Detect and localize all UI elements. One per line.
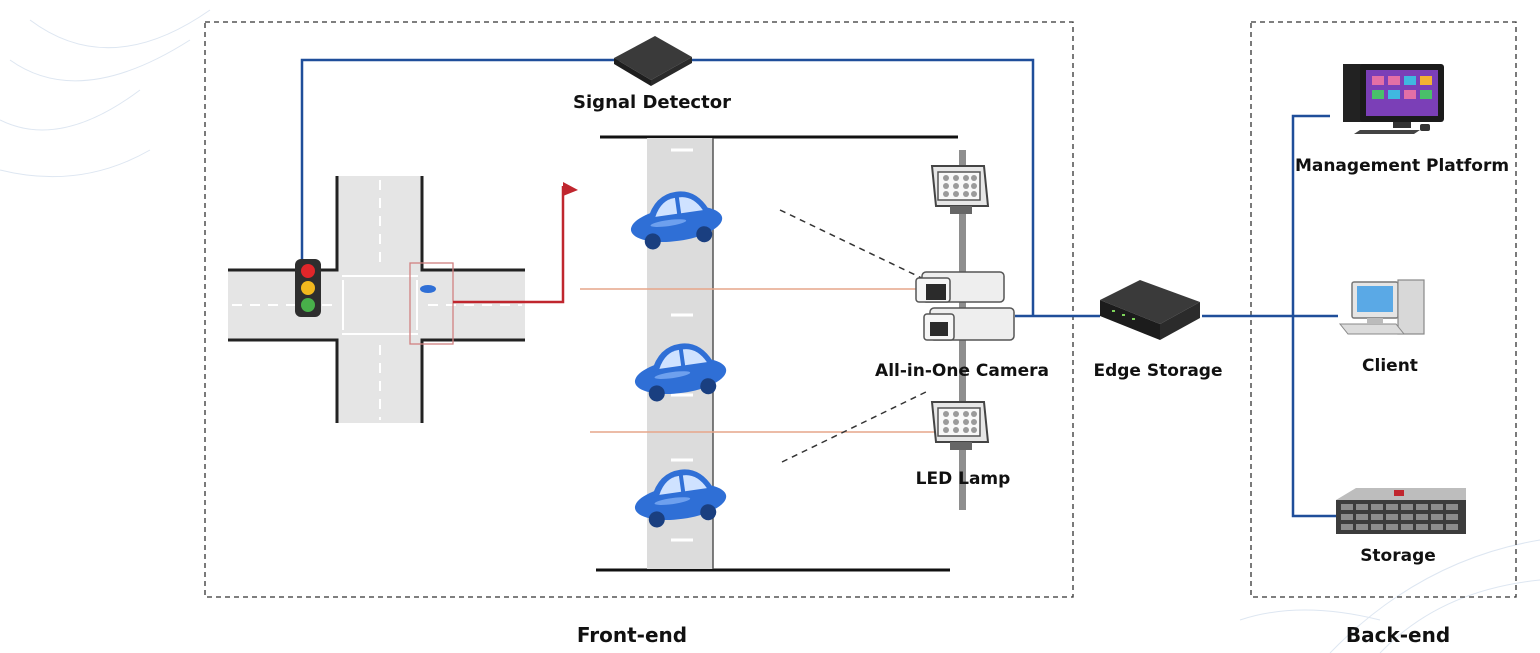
edge-storage-icon (1100, 280, 1200, 340)
client-pc-icon (1338, 279, 1425, 335)
monitor-icon (1343, 64, 1444, 134)
camera-icon (915, 271, 1005, 303)
led-lamp-icon (931, 401, 989, 451)
back-end-box (1250, 21, 1517, 598)
floodlight-icon (931, 165, 989, 215)
server-storage-icon (1336, 488, 1466, 534)
camera-icon (923, 307, 1015, 341)
management-platform-label: Management Platform (1295, 156, 1509, 176)
front-end-title: Front-end (577, 623, 687, 647)
traffic-light-icon (295, 259, 321, 317)
signal-detector-icon (614, 36, 692, 86)
decorative-corner-pattern (0, 9, 211, 178)
decorative-corner-pattern (1239, 539, 1540, 653)
storage-label: Storage (1360, 546, 1436, 566)
client-label: Client (1362, 356, 1418, 376)
front-end-box (204, 21, 1074, 598)
back-end-title: Back-end (1346, 623, 1450, 647)
intersection-map (228, 176, 525, 423)
signal-trigger-line (453, 182, 578, 304)
all-in-one-camera-label: All-in-One Camera (875, 361, 1049, 381)
network-links (300, 58, 1338, 518)
edge-storage-label: Edge Storage (1093, 361, 1222, 381)
camera-beams (580, 209, 935, 463)
signal-detector-label: Signal Detector (573, 92, 731, 113)
led-lamp-label: LED Lamp (916, 469, 1011, 489)
